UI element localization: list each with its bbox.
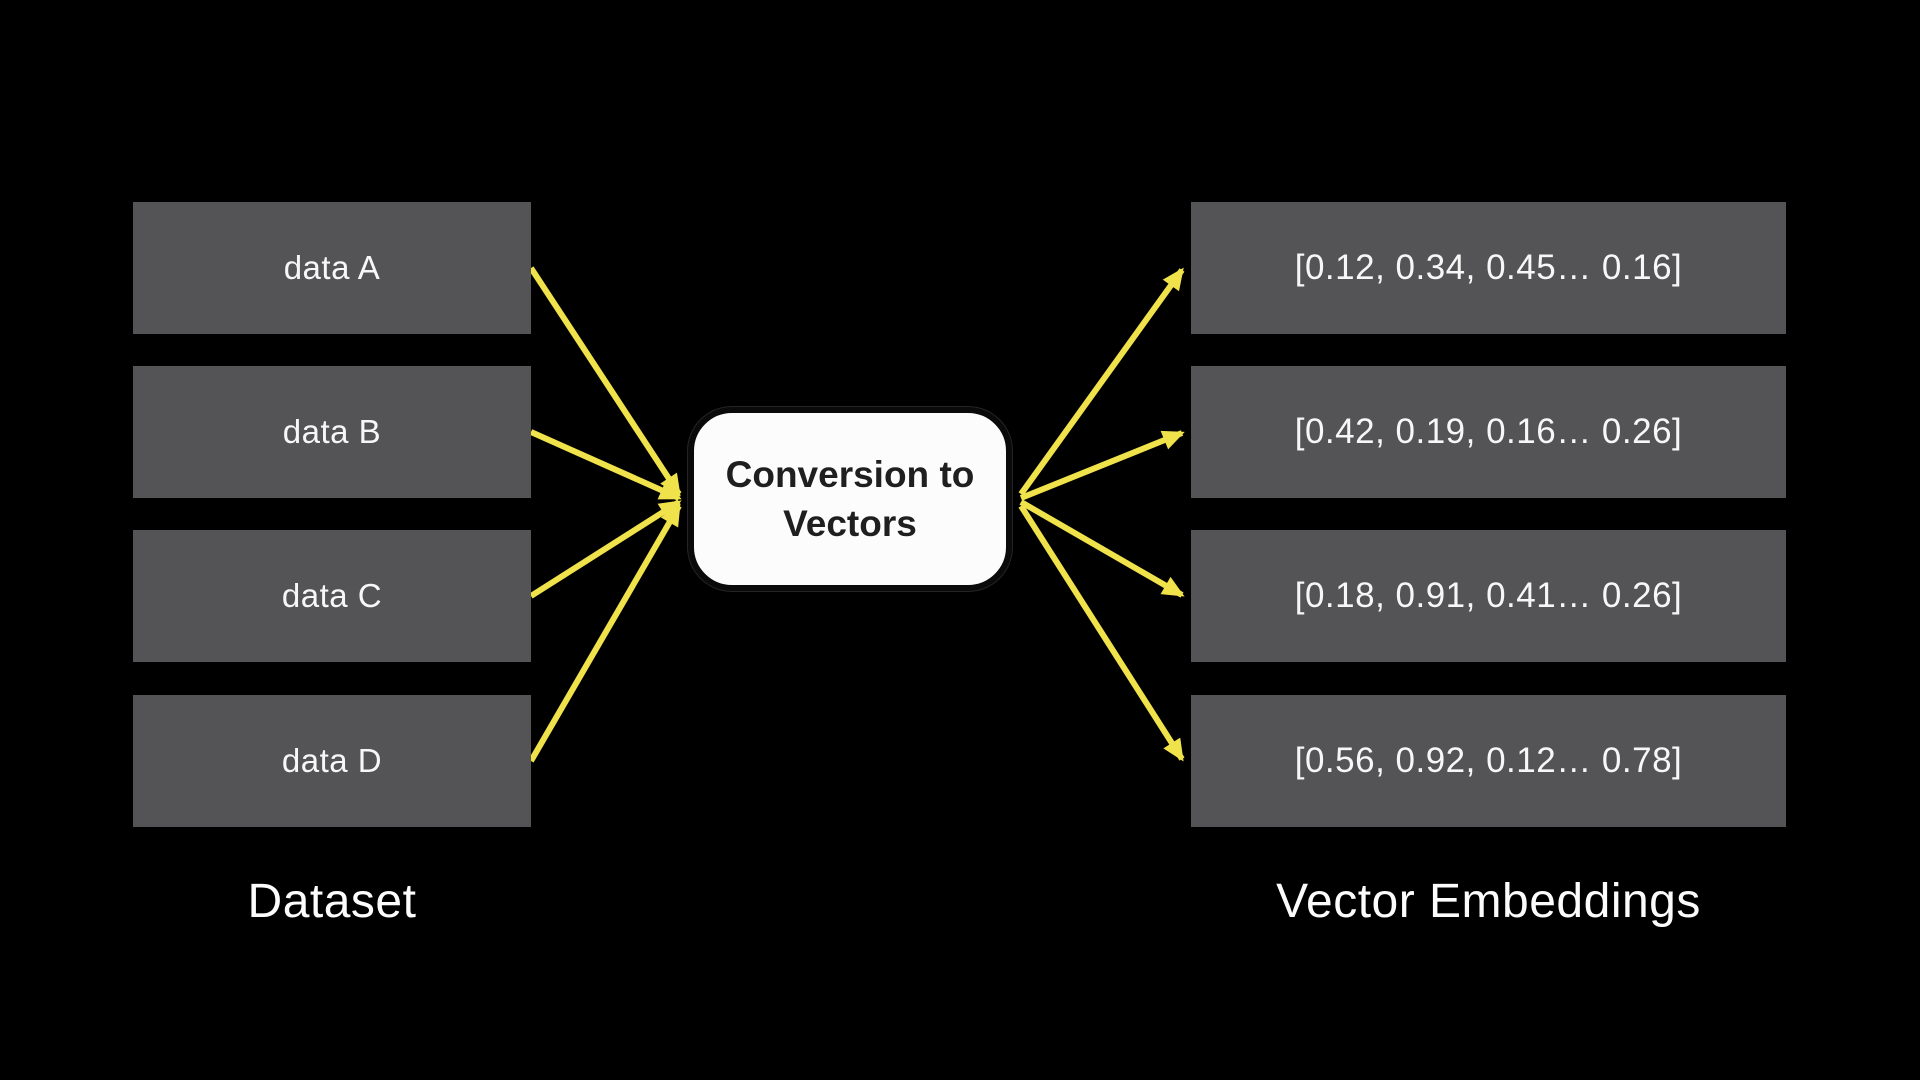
converter-label-line1: Conversion to <box>725 454 975 495</box>
arrow-converter-to-embedding-3 <box>1019 499 1185 598</box>
dataset-node-b: data B <box>133 366 531 498</box>
dataset-node-a-label: data A <box>283 249 381 286</box>
arrow-data-a-to-converter <box>528 266 682 497</box>
arrow-converter-to-embedding-4 <box>1018 504 1185 762</box>
embedding-node-1-label: [0.12, 0.34, 0.45… 0.16] <box>1294 248 1683 287</box>
embedding-node-4-label: [0.56, 0.92, 0.12… 0.78] <box>1294 741 1683 780</box>
arrow-data-d-to-converter <box>528 503 682 763</box>
embedding-node-2: [0.42, 0.19, 0.16… 0.26] <box>1191 366 1786 498</box>
dataset-node-a: data A <box>133 202 531 334</box>
dataset-node-c: data C <box>133 530 531 662</box>
converter-label-line2: Vectors <box>783 503 917 544</box>
converter-node: Conversion to Vectors <box>688 407 1012 591</box>
embedding-node-3: [0.18, 0.91, 0.41… 0.26] <box>1191 530 1786 662</box>
embedding-node-1: [0.12, 0.34, 0.45… 0.16] <box>1191 202 1786 334</box>
embedding-node-2-label: [0.42, 0.19, 0.16… 0.26] <box>1294 412 1683 451</box>
dataset-node-b-label: data B <box>282 413 382 450</box>
embedding-node-3-label: [0.18, 0.91, 0.41… 0.26] <box>1294 576 1683 615</box>
dataset-node-d-label: data D <box>281 742 383 779</box>
dataset-node-d: data D <box>133 695 531 827</box>
arrow-data-b-to-converter <box>529 429 682 501</box>
arrow-data-c-to-converter <box>529 499 682 599</box>
dataset-caption: Dataset <box>247 875 417 928</box>
dataset-node-c-label: data C <box>281 577 383 614</box>
embedding-node-4: [0.56, 0.92, 0.12… 0.78] <box>1191 695 1786 827</box>
arrow-converter-to-embedding-1 <box>1018 267 1185 496</box>
arrow-converter-to-embedding-2 <box>1019 430 1185 501</box>
embeddings-caption: Vector Embeddings <box>1276 875 1701 928</box>
